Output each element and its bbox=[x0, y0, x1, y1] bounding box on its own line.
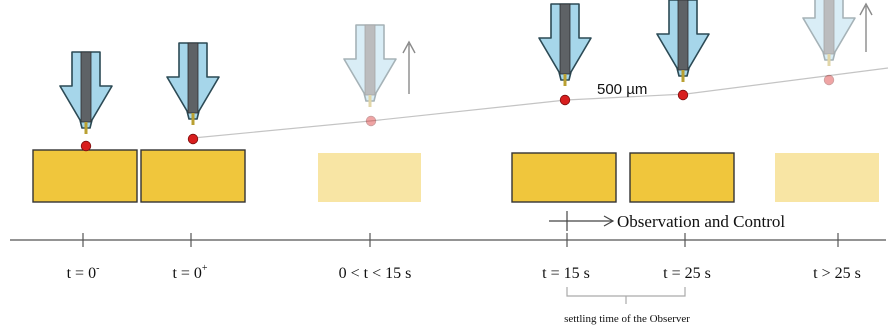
nozzle-6 bbox=[802, 0, 856, 66]
droplet-1 bbox=[80, 140, 92, 152]
nozzle-needle bbox=[80, 51, 92, 123]
settling-label: settling time of the Observer bbox=[564, 313, 690, 325]
time-label-2: t = 0+ bbox=[172, 263, 207, 282]
nozzle-2 bbox=[166, 42, 220, 125]
time-label-3: 0 < t < 15 s bbox=[339, 265, 412, 282]
nozzle-needle bbox=[559, 3, 571, 75]
observation-arrow bbox=[549, 211, 615, 231]
time-label-6: t > 25 s bbox=[813, 265, 861, 282]
nozzle-capillary bbox=[191, 113, 195, 125]
droplet-3 bbox=[365, 115, 377, 127]
nozzle-capillary bbox=[827, 54, 831, 66]
substrate-block-3 bbox=[318, 153, 421, 202]
retract-arrow-1 bbox=[402, 40, 416, 94]
nozzle-3 bbox=[343, 24, 397, 107]
nozzle-capillary bbox=[84, 122, 88, 134]
substrate-block-1 bbox=[32, 149, 138, 203]
time-axis bbox=[10, 233, 886, 247]
observation-label: Observation and Control bbox=[617, 212, 785, 231]
settling-bracket bbox=[566, 287, 686, 304]
substrate-block-4 bbox=[511, 152, 617, 203]
nozzle-5 bbox=[656, 0, 710, 82]
nozzle-4 bbox=[538, 3, 592, 86]
nozzle-needle bbox=[364, 24, 376, 96]
retract-arrow-2 bbox=[859, 2, 873, 52]
nozzle-1 bbox=[59, 51, 113, 134]
substrate-block-5 bbox=[629, 152, 735, 203]
nozzle-needle bbox=[677, 0, 689, 71]
nozzle-capillary bbox=[368, 95, 372, 107]
substrate-block-6 bbox=[775, 153, 879, 202]
time-label-1: t = 0- bbox=[67, 263, 100, 282]
distance-label: 500 µm bbox=[597, 81, 647, 98]
substrate-block-2 bbox=[140, 149, 246, 203]
nozzle-capillary bbox=[681, 70, 685, 82]
time-label-2-superscript: + bbox=[202, 263, 208, 274]
nozzle-capillary bbox=[563, 74, 567, 86]
time-label-5: t = 25 s bbox=[663, 265, 711, 282]
distance-reference-line bbox=[192, 67, 889, 139]
time-label-4: t = 15 s bbox=[542, 265, 590, 282]
droplet-5 bbox=[677, 89, 689, 101]
nozzle-needle bbox=[187, 42, 199, 114]
time-label-1-superscript: - bbox=[96, 263, 99, 274]
droplet-6 bbox=[823, 74, 835, 86]
droplets bbox=[80, 74, 835, 152]
nozzle-body bbox=[343, 24, 397, 102]
droplet-4 bbox=[559, 94, 571, 106]
substrate-blocks bbox=[32, 149, 879, 203]
droplet-2 bbox=[187, 133, 199, 145]
nozzle-body bbox=[802, 0, 856, 61]
nozzle-needle bbox=[823, 0, 835, 55]
